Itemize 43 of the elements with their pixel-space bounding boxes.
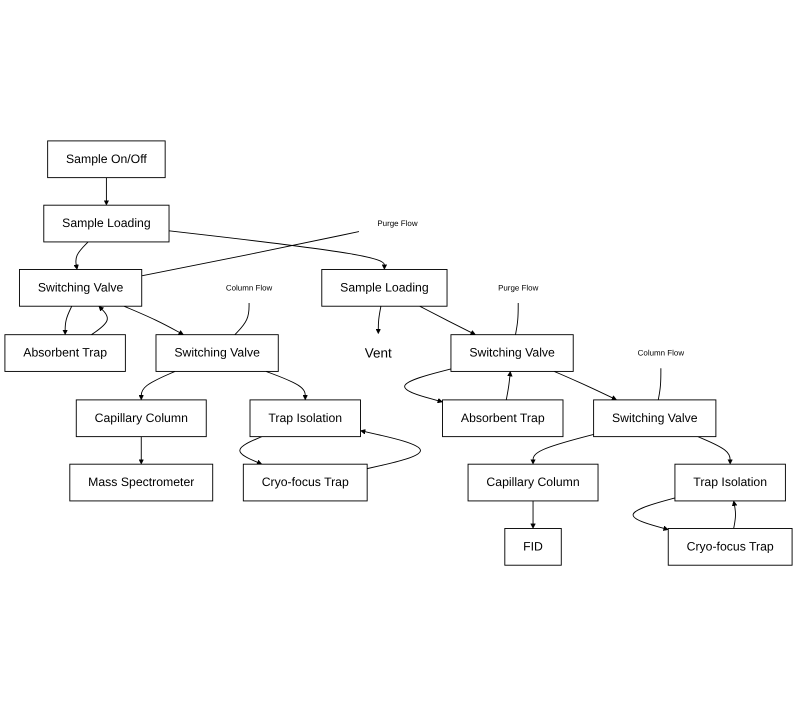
arrow (138, 436, 144, 464)
node-box: Sample Loading (43, 204, 170, 242)
arrow (91, 306, 108, 336)
arrow (124, 306, 184, 335)
node-text: Vent (364, 345, 392, 361)
arrow (530, 434, 594, 464)
arrow (168, 230, 388, 270)
arrow (530, 500, 536, 529)
node-box: Switching Valve (156, 334, 279, 372)
arrow (360, 429, 421, 470)
node-box: Capillary Column (76, 399, 207, 438)
node-box: Trap Isolation (250, 399, 361, 438)
arrow (62, 306, 72, 335)
node-box: FID (504, 528, 562, 566)
arrow (506, 371, 513, 400)
connector (141, 231, 360, 276)
node-box: Trap Isolation (674, 464, 786, 502)
node-box: Switching Valve (450, 334, 574, 372)
arrow (104, 177, 110, 206)
arrow (376, 306, 382, 334)
arrow (404, 368, 452, 404)
arrow (74, 241, 89, 270)
arrow (554, 370, 617, 400)
node-box: Switching Valve (19, 268, 142, 307)
node-box: Absorbent Trap (442, 399, 564, 438)
arrow (632, 497, 676, 531)
connector (515, 302, 519, 336)
node-box: Absorbent Trap (4, 334, 126, 372)
node-box: Sample On/Off (47, 140, 166, 178)
arrow (732, 500, 738, 529)
arrow (419, 306, 476, 335)
node-box: Mass Spectrometer (69, 464, 214, 502)
node-box: Cryo-focus Trap (242, 464, 368, 502)
node-box: Cryo-focus Trap (668, 528, 793, 566)
connector (234, 302, 250, 336)
connector (658, 368, 662, 400)
arrow (138, 370, 176, 400)
arrow (266, 370, 308, 400)
node-box: Capillary Column (468, 464, 598, 502)
node-box: Sample Loading (321, 268, 448, 307)
arrow (697, 436, 733, 464)
node-box: Switching Valve (593, 399, 716, 438)
arrow (239, 436, 262, 465)
